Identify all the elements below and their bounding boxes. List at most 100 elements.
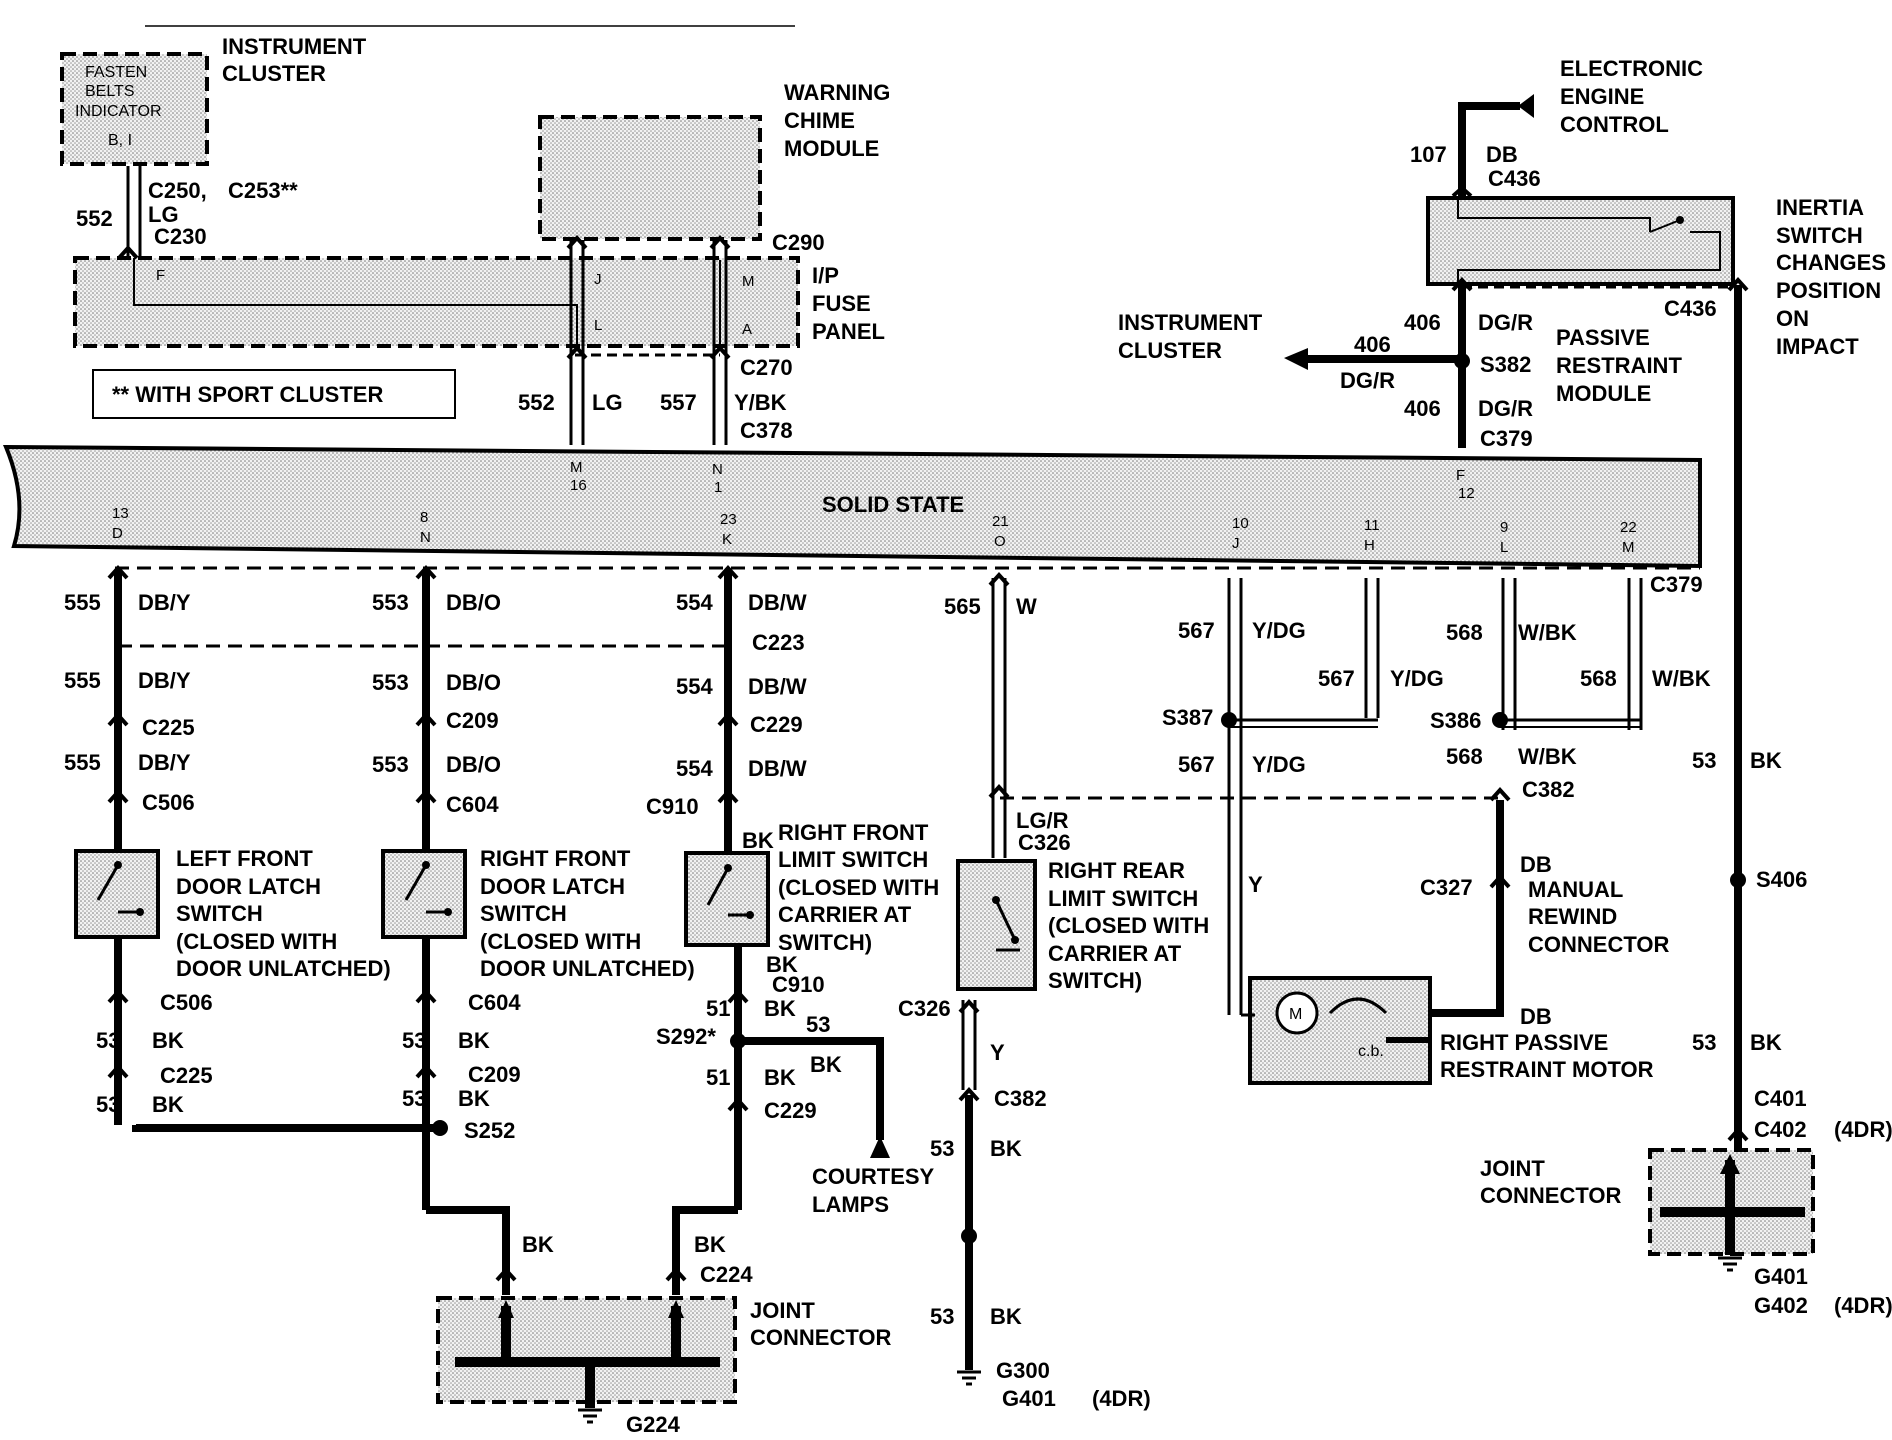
switch-contacts xyxy=(114,216,1684,944)
rr-limit-switch-box xyxy=(956,859,1037,991)
wire-554-a: 554 xyxy=(676,590,713,615)
joint-left-label-1: JOINT xyxy=(750,1298,815,1323)
wire-568-c: 568 xyxy=(1446,744,1483,769)
wire-db-b: DB xyxy=(1520,1004,1552,1029)
wire-406-a: 406 xyxy=(1404,310,1441,335)
instrument-cluster-top-label-1: INSTRUMENT xyxy=(222,34,367,59)
g224-label: G224 xyxy=(626,1412,681,1437)
wire-107: 107 xyxy=(1410,142,1447,167)
wire-53-mid-b: 53 xyxy=(402,1086,426,1111)
wire-53-courtesy: 53 xyxy=(806,1012,830,1037)
wire-dbo-c: DB/O xyxy=(446,752,501,777)
c209-bottom-label: C209 xyxy=(468,1062,521,1087)
rr-limit-label-2: LIMIT SWITCH xyxy=(1048,886,1198,911)
wire-553-b: 553 xyxy=(372,670,409,695)
c604-bottom-label: C604 xyxy=(468,990,521,1015)
wire-51-b: 51 xyxy=(706,1065,730,1090)
c270-label: C270 xyxy=(740,355,793,380)
sport-note-box xyxy=(92,369,456,419)
lg-label: LG xyxy=(148,202,179,227)
wire-dbw-a: DB/W xyxy=(748,590,807,615)
pin-f12-b: 12 xyxy=(1458,485,1475,502)
motor-icon xyxy=(1275,991,1319,1035)
wire-bk-joint-b: BK xyxy=(694,1232,726,1257)
solid-state-label: SOLID STATE xyxy=(822,492,964,517)
wire-553-c: 553 xyxy=(372,752,409,777)
pin-n1-b: 1 xyxy=(714,479,722,496)
s386-label: S386 xyxy=(1430,708,1481,733)
fasten-belts-label-4: B, I xyxy=(108,132,132,149)
inertia-label-6: IMPACT xyxy=(1776,334,1859,359)
c229-top-label: C229 xyxy=(750,712,803,737)
c225-top-label: C225 xyxy=(142,715,195,740)
wire-dgr-b: DG/R xyxy=(1340,368,1395,393)
splice-links xyxy=(1229,718,1641,728)
wire-dgr-c: DG/R xyxy=(1478,396,1533,421)
courtesy-label-1: COURTESY xyxy=(812,1164,935,1189)
wire-ydg-c: Y/DG xyxy=(1252,752,1306,777)
wire-bk-rf-a: BK xyxy=(742,828,774,853)
warning-chime-box xyxy=(538,115,762,241)
c379-right-label: C379 xyxy=(1650,572,1703,597)
g401-right-label: G401 xyxy=(1754,1264,1808,1289)
wire-bk-left-a: BK xyxy=(152,1028,184,1053)
hollow-wires xyxy=(126,166,1643,1090)
pin-m22-a: 22 xyxy=(1620,519,1637,536)
g300-label: G300 xyxy=(996,1358,1050,1383)
wire-552-top: 552 xyxy=(76,206,113,231)
c253-label: C253** xyxy=(228,178,298,203)
s252-label: S252 xyxy=(464,1118,515,1143)
wire-db-107: DB xyxy=(1486,142,1518,167)
s292-label: S292* xyxy=(656,1024,716,1049)
wire-ydg-a: Y/DG xyxy=(1252,618,1306,643)
passive-motor-label-1: RIGHT PASSIVE xyxy=(1440,1030,1608,1055)
passive-motor-box xyxy=(1248,976,1432,1085)
instrument-cluster-top-label-2: CLUSTER xyxy=(222,61,326,86)
c225-bottom-label: C225 xyxy=(160,1063,213,1088)
rf-latch-label-2: DOOR LATCH xyxy=(480,874,625,899)
c250-label: C250, xyxy=(148,178,207,203)
pin-m22-b: M xyxy=(1622,539,1635,556)
inertia-label-1: INERTIA xyxy=(1776,195,1864,220)
c402-label: C402 xyxy=(1754,1117,1807,1142)
wire-bk-mid-a: BK xyxy=(458,1028,490,1053)
wire-bk-left-b: BK xyxy=(152,1092,184,1117)
wire-db-a: DB xyxy=(1520,852,1552,877)
eec-label-1: ELECTRONIC xyxy=(1560,56,1703,81)
ip-fuse-panel-box xyxy=(73,256,800,348)
wire-bk-ground-a: BK xyxy=(990,1136,1022,1161)
c224-label: C224 xyxy=(700,1262,753,1287)
instrument-cluster-right-label-1: INSTRUMENT xyxy=(1118,310,1263,335)
cb-label: c.b. xyxy=(1358,1043,1384,1060)
joint-right-label-2: CONNECTOR xyxy=(1480,1183,1621,1208)
circuit-breaker-icon xyxy=(1328,997,1388,1015)
fasten-belts-label-1: FASTEN xyxy=(85,64,147,81)
rf-latch-label-3: SWITCH xyxy=(480,901,567,926)
solid-wires xyxy=(114,102,1742,1370)
wire-dgr-a: DG/R xyxy=(1478,310,1533,335)
pin-labels: F J L M A M 16 N 1 F 12 13 D 8 N 23 K 21… xyxy=(112,267,1637,556)
pin-o21-a: 21 xyxy=(992,513,1009,530)
wire-53-left-b: 53 xyxy=(96,1092,120,1117)
rr-limit-label-3: (CLOSED WITH xyxy=(1048,913,1209,938)
c378-label: C378 xyxy=(740,418,793,443)
eec-label-3: CONTROL xyxy=(1560,112,1669,137)
ip-fuse-label-2: FUSE xyxy=(812,291,871,316)
wire-dbo-b: DB/O xyxy=(446,670,501,695)
fasten-belts-label-2: BELTS xyxy=(85,83,135,100)
motor-label: M xyxy=(1289,1006,1302,1023)
pin-n8-b: N xyxy=(420,529,431,546)
wire-567-b: 567 xyxy=(1318,666,1355,691)
wire-555-b: 555 xyxy=(64,668,101,693)
joint-bus xyxy=(455,1160,1805,1408)
wire-555-c: 555 xyxy=(64,750,101,775)
wire-wbk-a: W/BK xyxy=(1518,620,1577,645)
pin-j10-a: 10 xyxy=(1232,515,1249,532)
wire-567-c: 567 xyxy=(1178,752,1215,777)
pin-h11-b: H xyxy=(1364,537,1375,554)
wire-ybk: Y/BK xyxy=(734,390,787,415)
wire-406-c: 406 xyxy=(1404,396,1441,421)
wire-lg-mid: LG xyxy=(592,390,623,415)
ip-fuse-label-3: PANEL xyxy=(812,319,885,344)
wire-53-mid-a: 53 xyxy=(402,1028,426,1053)
